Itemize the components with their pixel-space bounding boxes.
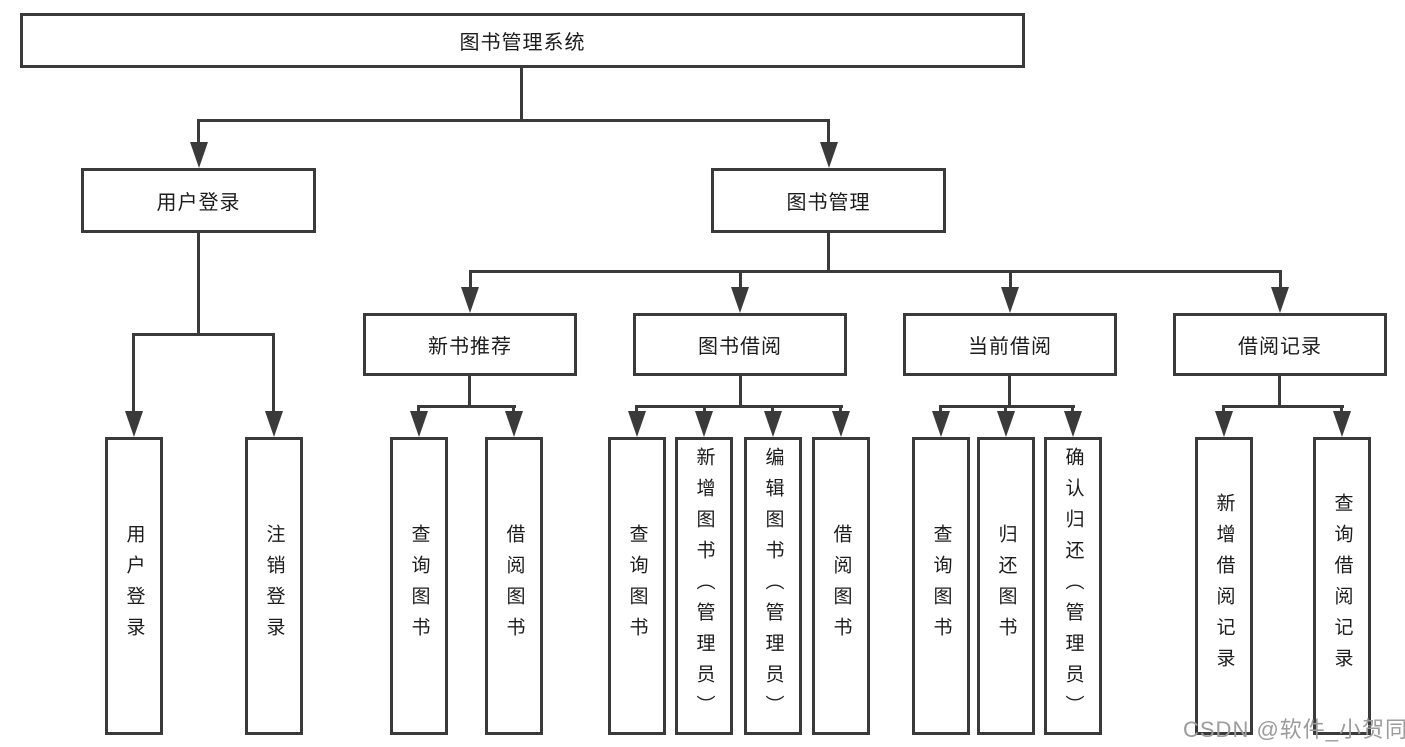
connector-line bbox=[417, 405, 420, 414]
arrowhead-down-icon bbox=[731, 287, 749, 313]
node-current-borrow: 当前借阅 bbox=[903, 313, 1117, 376]
connector-line bbox=[1004, 405, 1007, 414]
arrowhead-down-icon bbox=[1215, 411, 1233, 437]
arrowhead-down-icon bbox=[125, 411, 143, 437]
node-label: 图书管理 bbox=[786, 192, 871, 214]
connector-line bbox=[703, 405, 706, 414]
node-label: 当前借阅 bbox=[968, 336, 1052, 358]
connector-line bbox=[512, 405, 515, 414]
leaf-confirm-return-admin: 确认归还（管理员） bbox=[1044, 437, 1102, 735]
arrowhead-down-icon bbox=[695, 411, 713, 437]
leaf-user-login: 用户登录 bbox=[105, 437, 163, 735]
connector-line bbox=[197, 119, 830, 122]
arrowhead-down-icon bbox=[410, 411, 428, 437]
connector-line bbox=[1071, 405, 1074, 414]
leaf-query-books-borrow: 查询图书 bbox=[608, 437, 666, 735]
arrowhead-down-icon bbox=[1064, 411, 1082, 437]
arrowhead-down-icon bbox=[1001, 287, 1019, 313]
node-label: 借阅记录 bbox=[1238, 336, 1322, 358]
connector-line bbox=[1340, 405, 1343, 414]
node-borrow-records: 借阅记录 bbox=[1173, 313, 1387, 376]
arrowhead-down-icon bbox=[505, 411, 523, 437]
connector-line bbox=[635, 405, 638, 414]
connector-line bbox=[839, 405, 842, 414]
connector-line bbox=[635, 405, 843, 408]
connector-line bbox=[132, 333, 275, 336]
arrowhead-down-icon bbox=[190, 142, 208, 168]
connector-line bbox=[1008, 374, 1011, 407]
node-new-book-recommend: 新书推荐 bbox=[363, 313, 577, 376]
leaf-label: 新增图书（管理员） bbox=[693, 446, 715, 726]
leaf-label: 编辑图书（管理员） bbox=[762, 446, 784, 726]
leaf-label: 注销登录 bbox=[263, 524, 285, 648]
connector-line bbox=[771, 405, 774, 414]
leaf-label: 查询图书 bbox=[408, 524, 430, 648]
connector-line bbox=[1222, 405, 1344, 408]
connector-line bbox=[197, 119, 200, 144]
leaf-label: 新增借阅记录 bbox=[1213, 493, 1235, 679]
connector-line bbox=[939, 405, 942, 414]
connector-line bbox=[272, 333, 275, 413]
leaf-query-borrow-record: 查询借阅记录 bbox=[1313, 437, 1371, 735]
connector-line bbox=[1222, 405, 1225, 414]
leaf-logout: 注销登录 bbox=[245, 437, 303, 735]
leaf-label: 查询图书 bbox=[626, 524, 648, 648]
leaf-label: 借阅图书 bbox=[503, 524, 525, 648]
connector-line bbox=[520, 68, 523, 121]
node-label: 用户登录 bbox=[156, 192, 241, 214]
arrowhead-down-icon bbox=[265, 411, 283, 437]
arrowhead-down-icon bbox=[997, 411, 1015, 437]
arrowhead-down-icon bbox=[628, 411, 646, 437]
connector-line bbox=[739, 270, 742, 287]
node-label: 新书推荐 bbox=[428, 336, 512, 358]
connector-line bbox=[1278, 374, 1281, 407]
connector-line bbox=[939, 405, 1075, 408]
leaf-edit-book-admin: 编辑图书（管理员） bbox=[744, 437, 802, 735]
connector-line bbox=[739, 374, 742, 407]
node-label: 图书借阅 bbox=[698, 336, 782, 358]
leaf-add-book-admin: 新增图书（管理员） bbox=[675, 437, 733, 735]
leaf-borrow-books-recommend: 借阅图书 bbox=[485, 437, 543, 735]
leaf-borrow-books: 借阅图书 bbox=[812, 437, 870, 735]
leaf-query-books-current: 查询图书 bbox=[912, 437, 970, 735]
connector-line bbox=[468, 374, 471, 407]
node-book-borrow: 图书借阅 bbox=[633, 313, 847, 376]
node-root: 图书管理系统 bbox=[20, 13, 1025, 68]
arrowhead-down-icon bbox=[932, 411, 950, 437]
leaf-query-books-recommend: 查询图书 bbox=[390, 437, 448, 735]
connector-line bbox=[469, 270, 1282, 273]
connector-line bbox=[827, 231, 830, 272]
connector-line bbox=[1279, 270, 1282, 287]
node-root-label: 图书管理系统 bbox=[459, 32, 586, 54]
node-book-management: 图书管理 bbox=[711, 168, 946, 233]
arrowhead-down-icon bbox=[461, 287, 479, 313]
arrowhead-down-icon bbox=[764, 411, 782, 437]
connector-line bbox=[469, 270, 472, 287]
leaf-label: 查询借阅记录 bbox=[1331, 493, 1353, 679]
arrowhead-down-icon bbox=[832, 411, 850, 437]
leaf-add-borrow-record: 新增借阅记录 bbox=[1195, 437, 1253, 735]
node-user-login: 用户登录 bbox=[81, 168, 316, 233]
leaf-label: 用户登录 bbox=[123, 524, 145, 648]
connector-line bbox=[132, 333, 135, 413]
leaf-label: 借阅图书 bbox=[830, 524, 852, 648]
watermark-text: CSDN @软件_小贺同学 bbox=[1183, 717, 1405, 742]
arrowhead-down-icon bbox=[1333, 411, 1351, 437]
connector-line bbox=[1009, 270, 1012, 287]
leaf-return-books: 归还图书 bbox=[977, 437, 1035, 735]
connector-line bbox=[827, 119, 830, 144]
leaf-label: 归还图书 bbox=[995, 524, 1017, 648]
connector-line bbox=[197, 231, 200, 336]
leaf-label: 确认归还（管理员） bbox=[1062, 446, 1084, 726]
arrowhead-down-icon bbox=[1271, 287, 1289, 313]
connector-line bbox=[417, 405, 516, 408]
leaf-label: 查询图书 bbox=[930, 524, 952, 648]
arrowhead-down-icon bbox=[820, 142, 838, 168]
